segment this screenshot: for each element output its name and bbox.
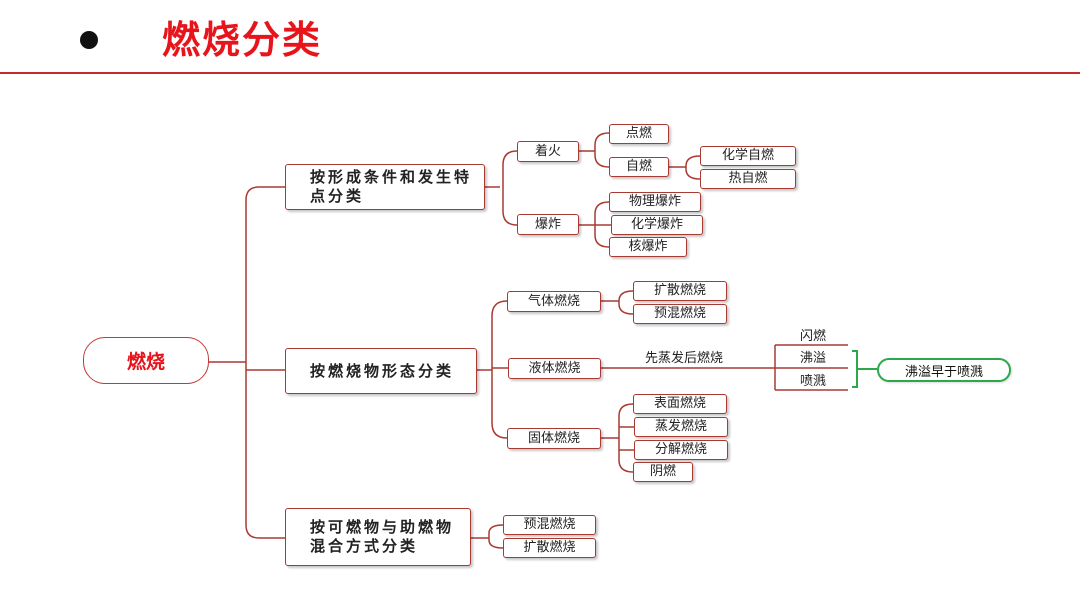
node-nuclear-explosion: 核爆炸 — [609, 237, 687, 257]
node-decomposition-combustion: 分解燃烧 — [634, 440, 728, 460]
node-mix-premixed: 预混燃烧 — [503, 515, 596, 535]
node-physical-explosion: 物理爆炸 — [609, 192, 701, 212]
branch-fuel-state: 按燃烧物形态分类 — [285, 348, 477, 394]
node-splashing: 喷溅 — [800, 374, 827, 389]
node-thermal-spontaneous: 热自燃 — [700, 169, 796, 189]
node-gas-combustion: 气体燃烧 — [507, 291, 601, 312]
title-divider — [0, 72, 1080, 74]
title-bullet — [80, 31, 98, 49]
node-chemical-spontaneous: 化学自燃 — [700, 146, 796, 166]
node-smoldering: 阴燃 — [633, 462, 693, 482]
note-boilover-before-splashing: 沸溢早于喷溅 — [877, 358, 1011, 382]
node-flash-fire: 闪燃 — [800, 329, 827, 344]
node-gas-premixed: 预混燃烧 — [633, 304, 727, 324]
branch-formation-condition: 按形成条件和发生特点分类 — [285, 164, 485, 210]
node-surface-combustion: 表面燃烧 — [633, 394, 727, 414]
node-solid-combustion: 固体燃烧 — [507, 428, 601, 449]
node-boilover: 沸溢 — [800, 351, 827, 366]
slide-title: 燃烧分类 — [162, 18, 323, 62]
node-explosion: 爆炸 — [517, 214, 579, 235]
node-chemical-explosion: 化学爆炸 — [611, 215, 703, 235]
node-liquid-combustion: 液体燃烧 — [508, 358, 601, 379]
connector-label-evaporate-first: 先蒸发后燃烧 — [645, 351, 724, 366]
root-node: 燃烧 — [83, 337, 209, 384]
node-mix-diffusion: 扩散燃烧 — [503, 538, 596, 558]
node-spontaneous-ignition: 自燃 — [609, 157, 669, 177]
node-ignition: 着火 — [517, 141, 579, 162]
node-evaporative-combustion: 蒸发燃烧 — [634, 417, 728, 437]
branch-mixing-method: 按可燃物与助燃物混合方式分类 — [285, 508, 471, 566]
node-point-ignition: 点燃 — [609, 124, 669, 144]
node-gas-diffusion: 扩散燃烧 — [633, 281, 727, 301]
